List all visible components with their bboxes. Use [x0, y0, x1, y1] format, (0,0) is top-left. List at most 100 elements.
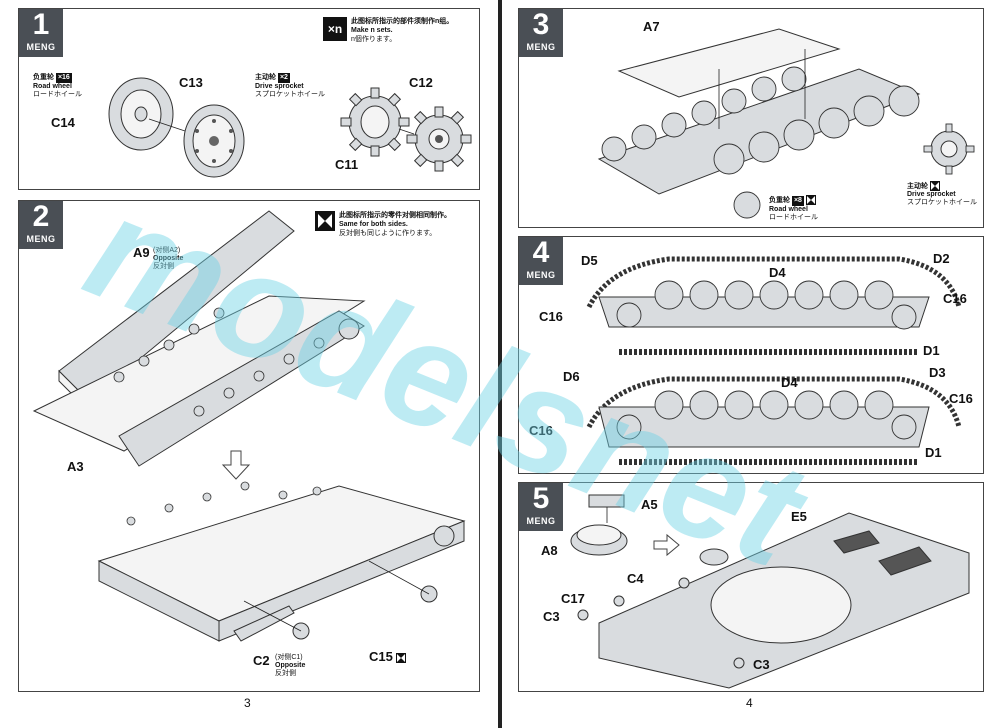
- step-3-illustration: [597, 28, 975, 219]
- drive-sprocket-zh: 主动轮: [907, 182, 928, 190]
- brand-logo: MENG: [26, 234, 56, 244]
- step-number: 5: [532, 482, 550, 515]
- c15-label: C15: [369, 649, 393, 664]
- part-label-c13: C13: [179, 75, 203, 90]
- part-label-d3: D3: [929, 365, 946, 380]
- same-both-sides-note: 此图标所指示的零件对侧相同制作。 Same for both sides. 反対…: [339, 211, 451, 238]
- part-label-a8: A8: [541, 543, 558, 558]
- part-label-c16-bottom-left: C16: [529, 423, 553, 438]
- step-4-badge: 4 MENG: [519, 237, 563, 285]
- part-label-c3-right: C3: [753, 657, 770, 672]
- part-label-c16-top-left: C16: [539, 309, 563, 324]
- book-spine: [498, 0, 502, 728]
- note-zh: 此图标所指示的部件须制作n组。: [351, 18, 454, 25]
- step-1-badge: 1 MENG: [19, 9, 63, 57]
- step-4-illustration: [586, 256, 962, 465]
- part-label-d4-bottom: D4: [781, 375, 798, 390]
- part-label-c17: C17: [561, 591, 585, 606]
- part-label-d1-top: D1: [923, 343, 940, 358]
- part-label-c3-left: C3: [543, 609, 560, 624]
- part-label-c14: C14: [51, 115, 75, 130]
- step-number: 1: [32, 8, 50, 41]
- part-label-a5: A5: [641, 497, 658, 512]
- page-number: 4: [746, 696, 753, 710]
- road-wheel-zh: 负重轮: [769, 196, 790, 204]
- symmetric-icon: [315, 211, 335, 231]
- part-label-e5: E5: [791, 509, 807, 524]
- step-number: 3: [532, 8, 550, 41]
- make-n-sets-note: 此图标所指示的部件须制作n组。 Make n sets. n個作ります。: [351, 17, 453, 44]
- note-zh: 此图标所指示的零件对侧相同制作。: [339, 212, 451, 219]
- left-page: 1 MENG: [0, 0, 498, 728]
- drive-sprocket-jp: スプロケットホイール: [907, 199, 977, 206]
- drive-sprocket-en: Drive sprocket: [255, 83, 304, 90]
- a9-label: A9: [133, 245, 150, 260]
- part-label-c16-bottom-right: C16: [949, 391, 973, 406]
- road-wheel-en: Road wheel: [33, 83, 72, 90]
- part-label-d6: D6: [563, 369, 580, 384]
- road-wheel-caption: 负重轮 ×8 Road wheel ロードホイール: [769, 195, 818, 222]
- note-en: Make n sets.: [351, 27, 393, 34]
- page-number: 3: [244, 696, 251, 710]
- drive-sprocket-qty: ×2: [277, 73, 290, 83]
- part-label-d2: D2: [933, 251, 950, 266]
- part-label-a7: A7: [643, 19, 660, 34]
- step-5-panel: 5 MENG A5 E5 A8 C4 C17: [518, 482, 984, 692]
- step-5-badge: 5 MENG: [519, 483, 563, 531]
- note-jp: 反対側も同じように作ります。: [339, 230, 437, 237]
- step-1-panel: 1 MENG: [18, 8, 480, 190]
- c2-opposite-caption: (对侧C1) Opposite 反対側: [275, 654, 305, 678]
- brand-logo: MENG: [526, 516, 556, 526]
- note-en: Same for both sides.: [339, 221, 408, 228]
- make-n-sets-icon: ×n: [323, 17, 347, 41]
- c2-opposite-part: (对侧C1): [275, 654, 303, 661]
- step-number: 2: [32, 200, 50, 233]
- step-3-panel: 3 MENG A7 负重轮 ×8: [518, 8, 984, 228]
- part-label-d5: D5: [581, 253, 598, 268]
- step-4-panel: 4 MENG D5 D4 D2 C16 C16 D1 D6: [518, 236, 984, 474]
- part-label-c15: C15: [369, 649, 407, 664]
- part-label-a9: A9: [133, 245, 150, 260]
- part-label-c4: C4: [627, 571, 644, 586]
- drive-sprocket-caption: 主动轮 Drive sprocket スプロケットホイール: [907, 181, 977, 207]
- part-label-c2: C2: [253, 653, 270, 668]
- step-2-panel: 2 MENG: [18, 200, 480, 692]
- note-jp: n個作ります。: [351, 36, 397, 43]
- drive-sprocket-jp: スプロケットホイール: [255, 91, 325, 98]
- road-wheel-zh: 负重轮: [33, 74, 54, 81]
- step-1-illustration: [108, 77, 472, 178]
- step-number: 4: [532, 236, 550, 269]
- road-wheel-caption: 负重轮 ×16 Road wheel ロードホイール: [33, 73, 82, 99]
- step-5-illustration: [570, 494, 970, 689]
- part-label-c11: C11: [335, 157, 359, 172]
- drive-sprocket-zh: 主动轮: [255, 74, 276, 81]
- road-wheel-en: Road wheel: [769, 205, 808, 213]
- a9-opposite-caption: (对侧A2) Opposite 反対側: [153, 247, 183, 271]
- step-2-illustration: [32, 210, 466, 642]
- road-wheel-jp: ロードホイール: [33, 91, 82, 98]
- part-label-d1-bottom: D1: [925, 445, 942, 460]
- a9-opposite-en: Opposite: [153, 255, 184, 262]
- symmetric-icon: [396, 652, 407, 663]
- a9-opposite-jp: 反対側: [153, 263, 174, 270]
- drive-sprocket-caption: 主动轮 ×2 Drive sprocket スプロケットホイール: [255, 73, 325, 99]
- symmetric-icon: [805, 195, 816, 205]
- c2-label: C2: [253, 653, 270, 668]
- road-wheel-jp: ロードホイール: [769, 213, 818, 221]
- part-label-a3: A3: [67, 459, 84, 474]
- drive-sprocket-en: Drive sprocket: [907, 191, 956, 198]
- step-2-badge: 2 MENG: [19, 201, 63, 249]
- c2-opposite-en: Opposite: [275, 662, 306, 669]
- part-label-c12: C12: [409, 75, 433, 90]
- step-3-badge: 3 MENG: [519, 9, 563, 57]
- right-page: 3 MENG A7 负重轮 ×8: [502, 0, 1000, 728]
- a9-opposite-part: (对侧A2): [153, 247, 181, 254]
- brand-logo: MENG: [26, 42, 56, 52]
- road-wheel-qty: ×16: [55, 73, 72, 83]
- c2-opposite-jp: 反対側: [275, 670, 296, 677]
- symmetric-icon: [929, 181, 940, 191]
- brand-logo: MENG: [526, 270, 556, 280]
- road-wheel-qty: ×8: [791, 195, 804, 206]
- brand-logo: MENG: [526, 42, 556, 52]
- part-label-c16-top-right: C16: [943, 291, 967, 306]
